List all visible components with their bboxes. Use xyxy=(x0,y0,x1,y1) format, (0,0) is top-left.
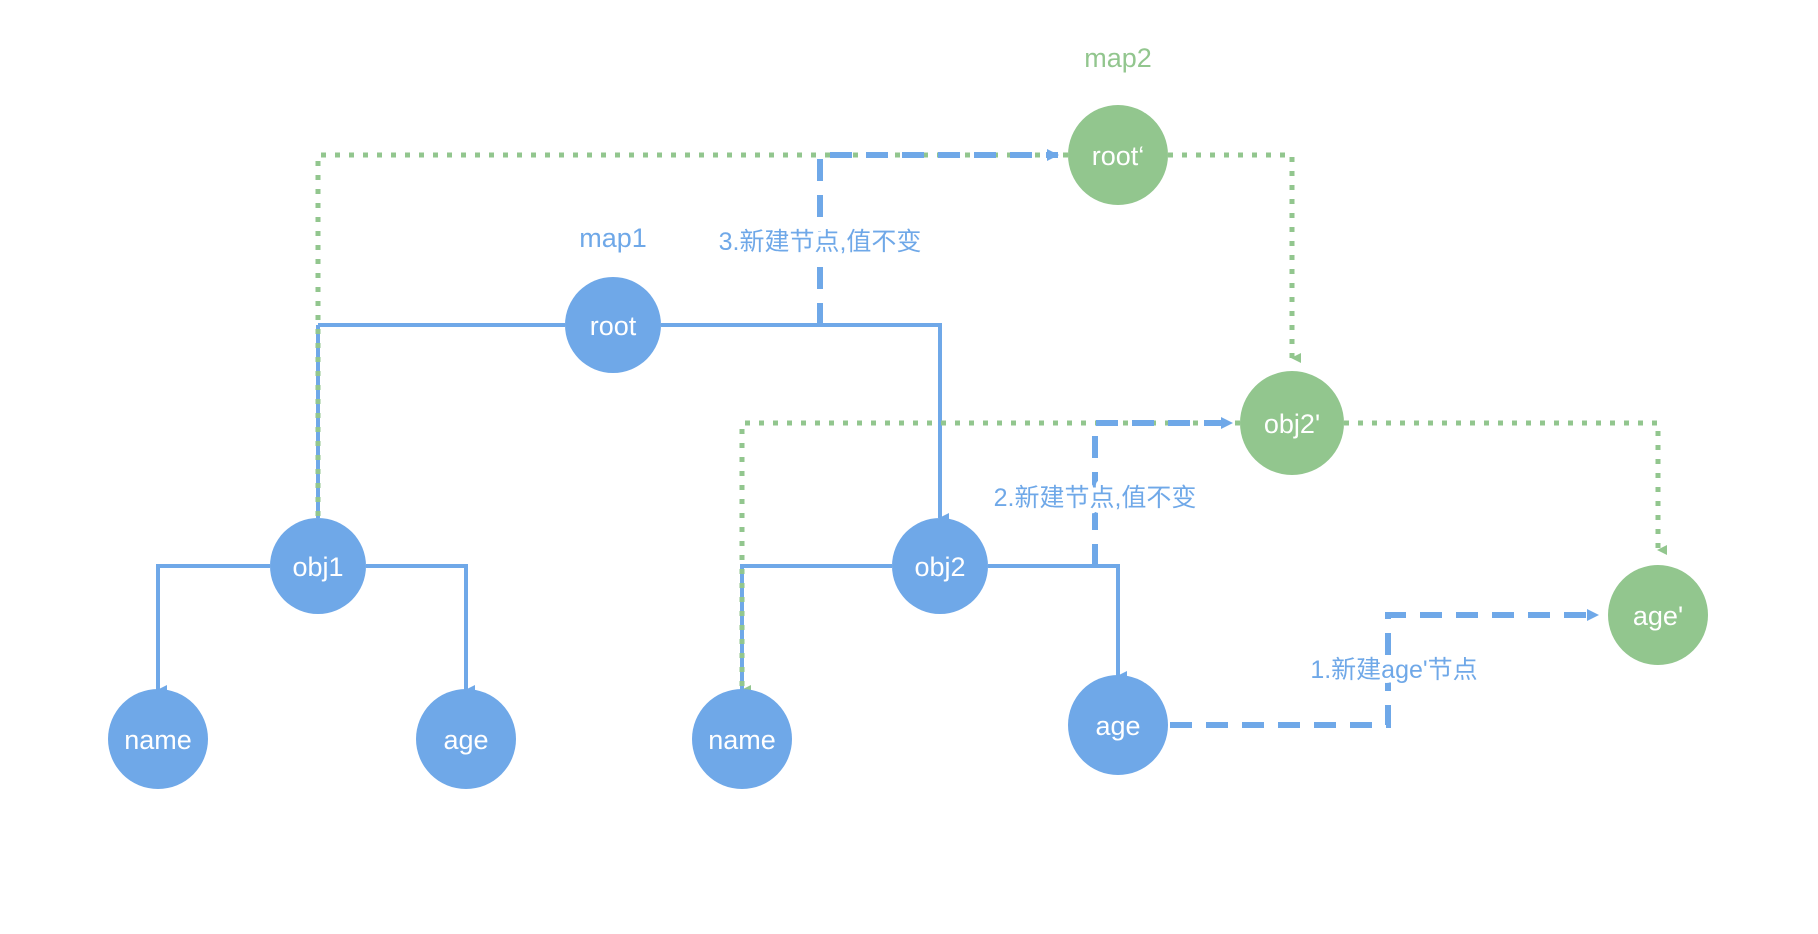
step-label-step3: 3.新建节点,值不变 xyxy=(719,228,922,256)
group-label-map2: map2 xyxy=(1084,43,1152,73)
step-label-halo-step2: 2.新建节点,值不变 xyxy=(994,484,1197,512)
node-circle-rootp xyxy=(1068,105,1168,205)
node-age2[interactable]: age xyxy=(1068,675,1168,775)
node-rootp[interactable]: root‘ xyxy=(1068,105,1168,205)
edge-obj1-to-age1 xyxy=(366,564,475,695)
node-age1[interactable]: age xyxy=(416,689,516,789)
node-obj2[interactable]: obj2 xyxy=(892,518,988,614)
node-name2[interactable]: name xyxy=(692,689,792,789)
node-circle-name1 xyxy=(108,689,208,789)
edge-obj2-to-age2 xyxy=(988,564,1127,681)
step-label-step2: 2.新建节点,值不变 xyxy=(994,484,1197,512)
node-circle-obj1 xyxy=(270,518,366,614)
edge-root-dash-to-rootp xyxy=(817,149,1059,325)
edge-obj2p-to-agep xyxy=(1344,420,1667,555)
node-circle-age2 xyxy=(1068,675,1168,775)
edge-obj1-to-name1 xyxy=(156,564,270,695)
edge-root-to-obj2 xyxy=(661,323,949,523)
node-name1[interactable]: name xyxy=(108,689,208,789)
node-circle-name2 xyxy=(692,689,792,789)
step-label-halo-step1: 1.新建age'节点 xyxy=(1310,656,1477,684)
edge-rootp-to-obj2p xyxy=(1168,152,1301,363)
edge-obj2p-to-name2 xyxy=(739,420,1240,695)
node-circle-obj2 xyxy=(892,518,988,614)
edge-obj2-to-name2 xyxy=(740,564,892,700)
group-label-map1: map1 xyxy=(579,223,647,253)
node-circle-agep xyxy=(1608,565,1708,665)
edge-age2-dash-to-obj2p xyxy=(1092,417,1233,566)
step-label-halo-step3: 3.新建节点,值不变 xyxy=(719,228,922,256)
node-circle-age1 xyxy=(416,689,516,789)
edge-age2-dash-to-agep xyxy=(1170,609,1599,728)
node-root[interactable]: root xyxy=(565,277,661,373)
labels-layer: map1map23.新建节点,值不变3.新建节点,值不变2.新建节点,值不变2.… xyxy=(579,43,1482,689)
node-obj2p[interactable]: obj2' xyxy=(1240,371,1344,475)
node-circle-obj2p xyxy=(1240,371,1344,475)
edges-layer xyxy=(156,149,1667,728)
node-agep[interactable]: age' xyxy=(1608,565,1708,665)
node-circle-root xyxy=(565,277,661,373)
nodes-layer: root obj1 obj2 name age name age root‘ obj2' age' xyxy=(108,105,1708,789)
edge-rootp-to-obj1 xyxy=(315,152,1068,613)
node-obj1[interactable]: obj1 xyxy=(270,518,366,614)
step-label-step1: 1.新建age'节点 xyxy=(1310,656,1477,684)
